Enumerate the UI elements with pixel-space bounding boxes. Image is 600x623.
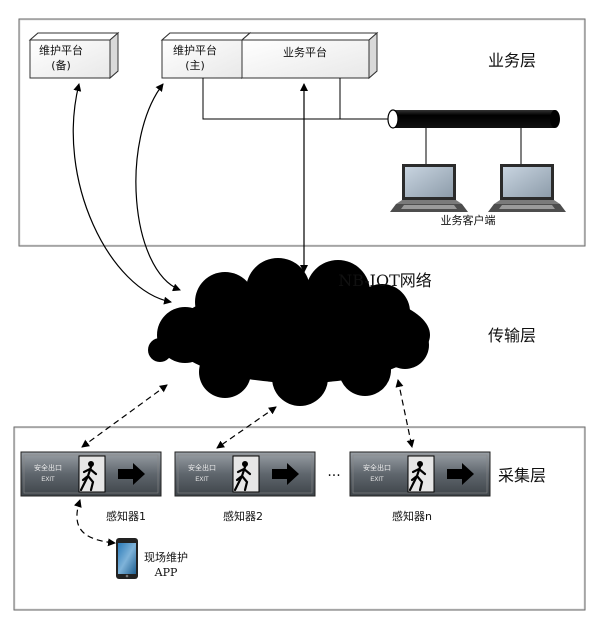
backup-to-cloud-arrow — [72, 83, 172, 305]
client-laptop-1 — [390, 164, 468, 212]
collection-layer-title: 采集层 — [498, 466, 546, 485]
sensor1-app-arrow — [73, 499, 116, 547]
lan-connections — [202, 78, 522, 165]
onsite-app-line1: 现场维护 — [144, 550, 188, 564]
maint-backup-line1: 维护平台 — [39, 43, 83, 57]
transport-layer-title: 传输层 — [488, 326, 536, 345]
sensor-ellipsis: ··· — [327, 468, 340, 484]
network-bus — [387, 109, 560, 129]
cloud-sensor1-arrow — [81, 384, 168, 448]
maintenance-platform-backup: 维护平台 (备) — [28, 31, 120, 80]
phone-icon — [116, 538, 138, 579]
collection-layer-frame — [13, 426, 586, 611]
sensorn-sign-en: EXIT — [370, 477, 384, 483]
sensor-n: 安全出口 EXIT — [348, 450, 492, 498]
sensor1-sign-en: EXIT — [41, 477, 55, 483]
sensor1-label: 感知器1 — [106, 509, 146, 523]
sensor2-label: 感知器2 — [223, 509, 263, 523]
business-platform-label: 业务平台 — [283, 45, 327, 59]
onsite-app-line2: APP — [154, 566, 178, 579]
sensor2-sign-cn: 安全出口 — [188, 463, 216, 472]
cloud-sensorn-arrow — [395, 379, 415, 448]
sensorn-label: 感知器n — [392, 509, 432, 523]
sensor-2: 安全出口 EXIT — [173, 450, 317, 498]
sensor1-sign-cn: 安全出口 — [34, 463, 62, 472]
network-label: NB-IOT网络 — [338, 271, 432, 290]
maint-main-line2: (主) — [185, 59, 205, 72]
maint-backup-line2: (备) — [51, 58, 71, 72]
sensorn-sign-cn: 安全出口 — [363, 463, 391, 472]
business-layer-title: 业务层 — [488, 51, 536, 70]
nb-iot-cloud — [148, 258, 430, 406]
cloud-sensor2-arrow — [216, 406, 277, 449]
maintenance-platform-main: 维护平台 (主) — [160, 31, 252, 80]
business-platform: 业务平台 — [240, 31, 379, 80]
sensor-1: 安全出口 EXIT — [19, 450, 163, 498]
main-to-cloud-arrow — [135, 83, 181, 292]
maint-main-line1: 维护平台 — [173, 43, 217, 57]
business-clients-label: 业务客户端 — [441, 213, 496, 227]
sensor2-sign-en: EXIT — [195, 477, 209, 483]
client-laptop-2 — [488, 164, 566, 212]
